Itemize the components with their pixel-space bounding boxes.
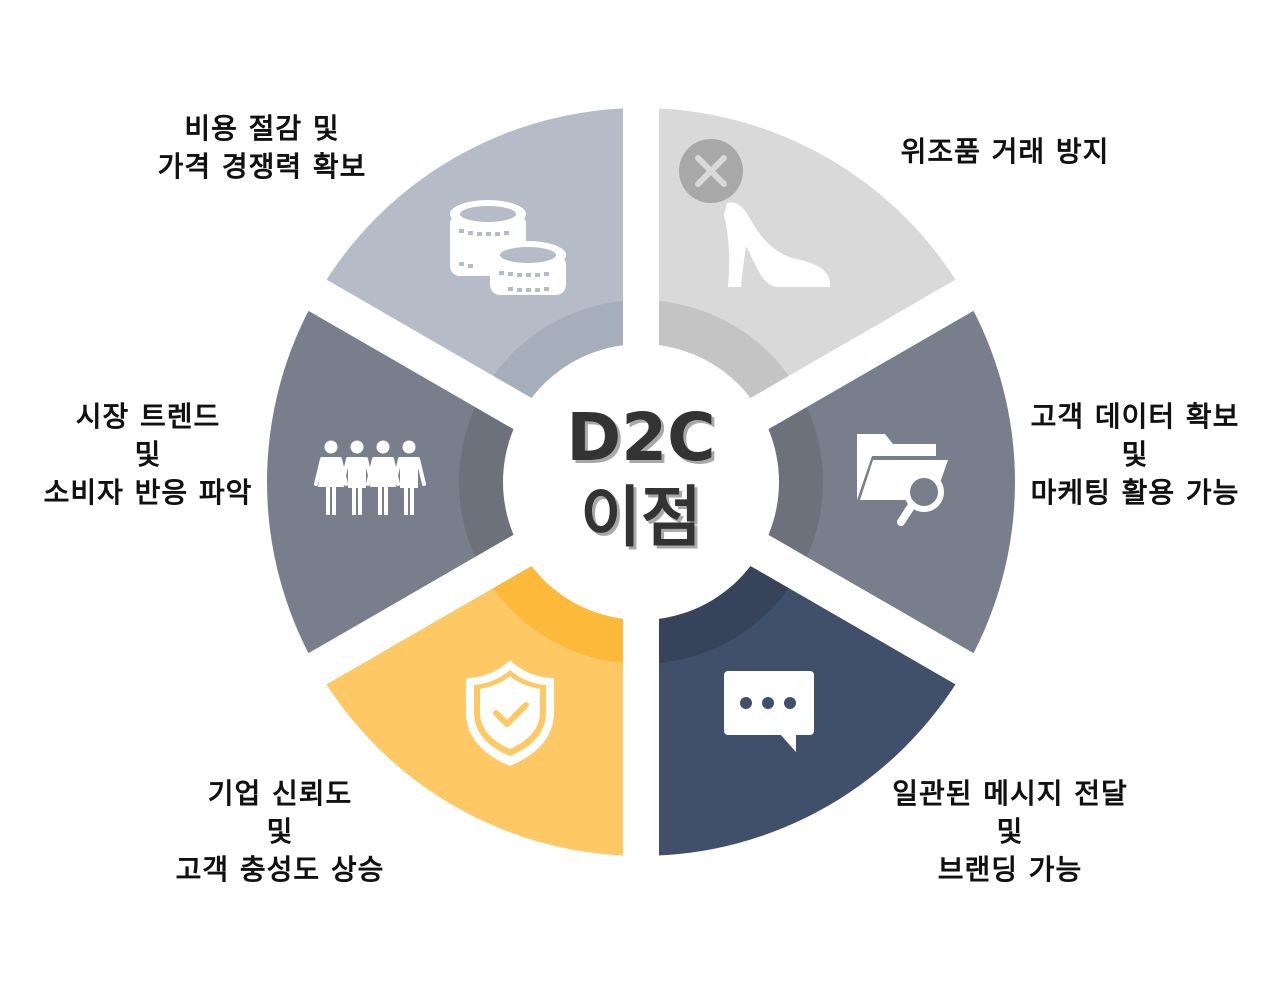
folder-search-icon: [857, 434, 948, 526]
label-customer-data: 고객 데이터 확보 및 마케팅 활용 가능: [1010, 398, 1260, 512]
center-title-line1: D2C: [566, 399, 716, 476]
label-line: 고객 데이터 확보: [1030, 400, 1240, 433]
label-line: 위조품 거래 방지: [900, 135, 1110, 168]
label-brand-trust: 기업 신뢰도 및 고객 충성도 상승: [150, 775, 410, 889]
label-line: 및: [1121, 438, 1149, 471]
label-market-trend: 시장 트렌드 및 소비자 반응 파악: [18, 398, 278, 512]
label-line: 및: [996, 815, 1024, 848]
center-circle: [503, 344, 779, 620]
label-line: 비용 절감 및: [184, 112, 340, 145]
high-heel-with-x-icon: [679, 139, 830, 287]
label-line: 및: [266, 815, 294, 848]
label-cost-saving: 비용 절감 및 가격 경쟁력 확보: [132, 110, 392, 186]
shield-check-icon: [466, 660, 554, 766]
label-line: 일관된 메시지 전달: [892, 777, 1128, 810]
label-line: 브랜딩 가능: [937, 853, 1083, 886]
chat-bubble-icon: [724, 671, 814, 752]
label-line: 마케팅 활용 가능: [1030, 476, 1240, 509]
people-group-icon: [314, 440, 426, 515]
center-title: D2C 이점: [541, 398, 741, 558]
label-line: 기업 신뢰도: [207, 777, 353, 810]
label-line: 소비자 반응 파악: [43, 476, 253, 509]
label-consistent-message: 일관된 메시지 전달 및 브랜딩 가능: [870, 775, 1150, 889]
label-line: 및: [134, 438, 162, 471]
center-title-line2: 이점: [580, 479, 702, 556]
segment-data: [641, 295, 1015, 669]
label-line: 가격 경쟁력 확보: [157, 150, 367, 183]
label-line: 고객 충성도 상승: [175, 853, 385, 886]
segment-trend: [267, 295, 641, 669]
label-counterfeit-prevention: 위조품 거래 방지: [880, 133, 1130, 171]
label-line: 시장 트렌드: [75, 400, 221, 433]
coins-icon: [450, 200, 566, 295]
